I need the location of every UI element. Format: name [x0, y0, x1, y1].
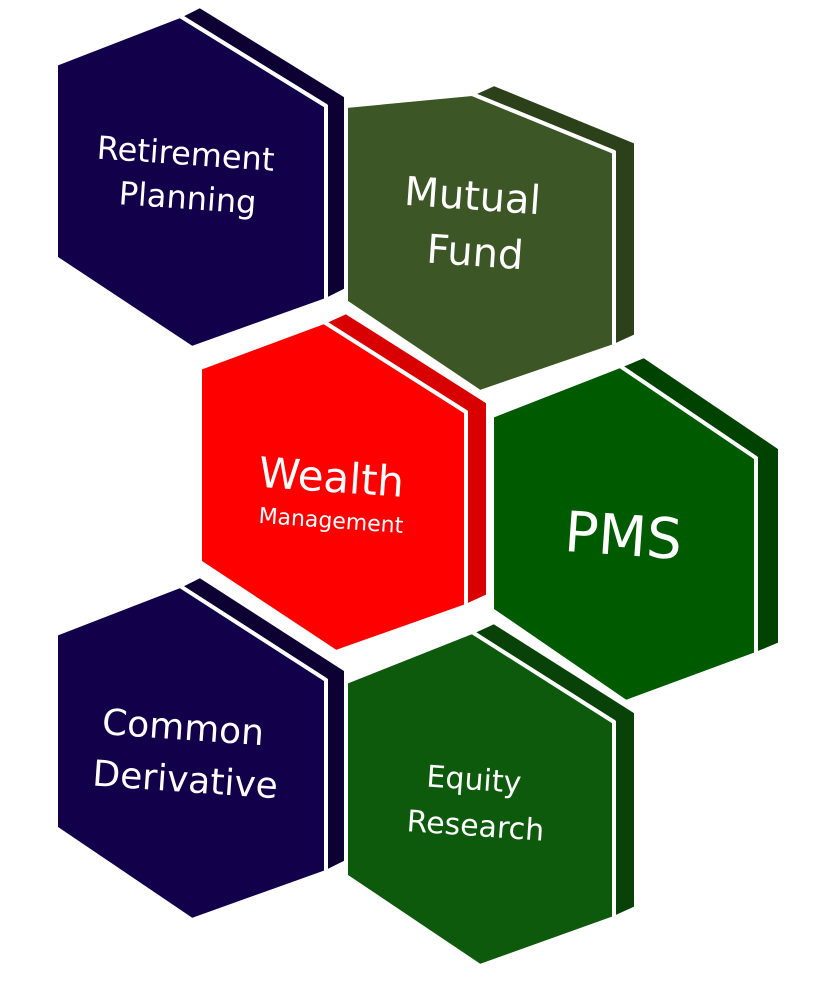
hex-label-line-1: PMS: [562, 500, 684, 573]
hex-face: [54, 14, 328, 350]
hex-face: [54, 584, 328, 922]
hexagon-mutual-fund: Mutual Fund: [344, 82, 638, 394]
hex-label-line-2: Fund: [425, 227, 525, 280]
hex-label-line-1: Equity: [425, 759, 522, 801]
hexagon-wealth-management: Wealth Management: [198, 310, 490, 654]
hex-face: [490, 364, 758, 704]
hex-face: [344, 630, 616, 968]
hex-face: [344, 92, 616, 394]
hex-face: [198, 320, 468, 654]
hex-label: PMS: [562, 500, 684, 573]
hex-label: Mutual Fund: [399, 169, 555, 281]
hexagon-pms: PMS: [490, 354, 782, 704]
hex-label: Equity Research: [406, 758, 549, 848]
hex-label: Wealth Management: [255, 448, 411, 539]
hexagon-common-derivative: Common Derivative: [54, 574, 348, 922]
hex-label-line-1: Mutual: [403, 169, 542, 224]
hexagon-retirement-planning: Retirement Planning: [54, 4, 348, 350]
hex-label-line-1: Wealth: [257, 448, 405, 507]
hexagon-equity-research: Equity Research: [344, 620, 638, 968]
